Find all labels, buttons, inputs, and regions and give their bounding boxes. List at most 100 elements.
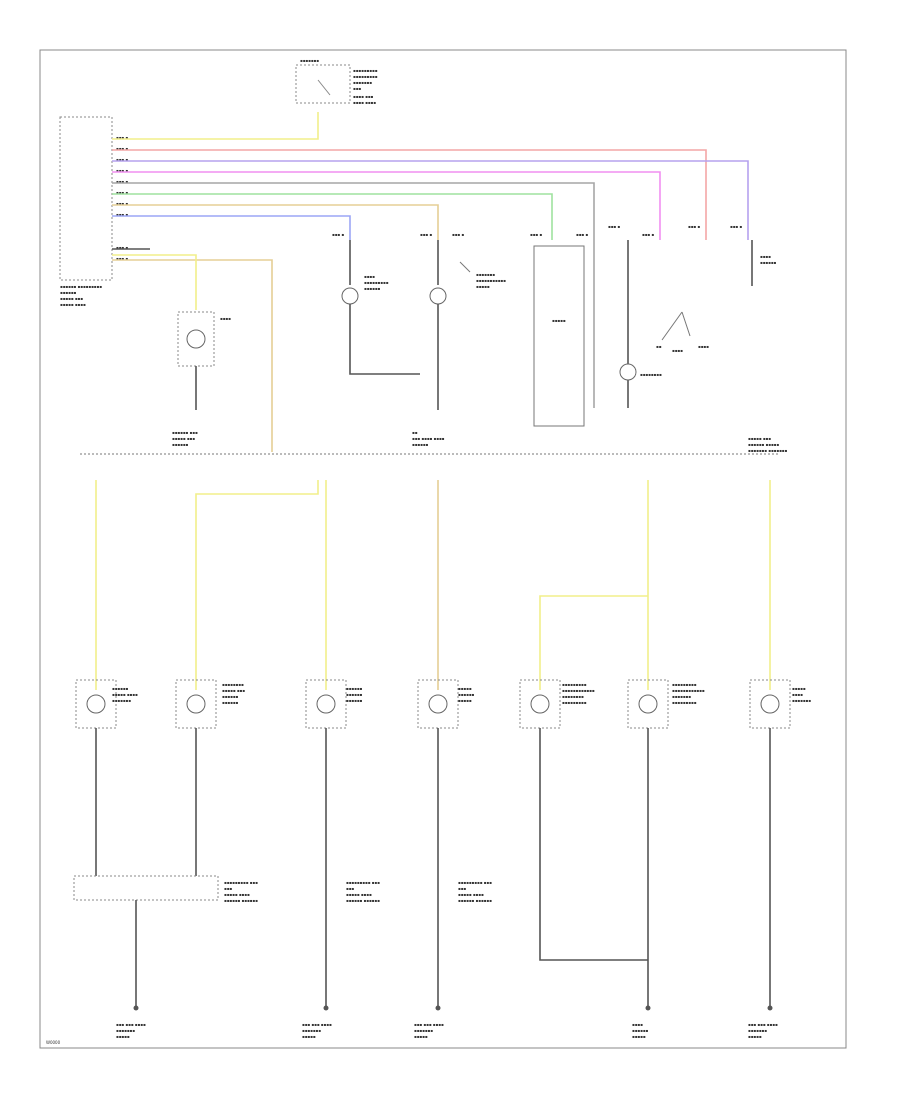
svg-text:▪▪▪▪▪▪: ▪▪▪▪▪▪ — [412, 442, 429, 447]
svg-text:▪▪▪▪▪▪▪▪▪ ▪▪▪: ▪▪▪▪▪▪▪▪▪ ▪▪▪ — [224, 880, 258, 885]
svg-text:▪▪▪▪▪▪ ▪▪▪▪▪▪: ▪▪▪▪▪▪ ▪▪▪▪▪▪ — [224, 898, 258, 903]
svg-text:▪▪▪▪▪▪▪: ▪▪▪▪▪▪▪ — [300, 58, 319, 63]
svg-text:▪▪▪ ▪: ▪▪▪ ▪ — [420, 232, 432, 237]
svg-text:▪▪▪▪▪ ▪▪▪▪: ▪▪▪▪▪ ▪▪▪▪ — [224, 892, 250, 897]
svg-text:▪▪▪▪▪▪ ▪▪▪▪▪: ▪▪▪▪▪▪ ▪▪▪▪▪ — [748, 442, 779, 447]
svg-text:▪▪▪▪▪▪: ▪▪▪▪▪▪ — [222, 700, 239, 705]
svg-text:▪▪▪▪▪▪ ▪▪▪▪▪▪: ▪▪▪▪▪▪ ▪▪▪▪▪▪ — [458, 898, 492, 903]
svg-text:▪▪▪ ▪▪▪ ▪▪▪▪: ▪▪▪ ▪▪▪ ▪▪▪▪ — [116, 1022, 146, 1027]
svg-text:▪▪▪▪▪▪: ▪▪▪▪▪▪ — [760, 260, 777, 265]
wire-red — [112, 149, 707, 240]
svg-text:▪▪▪ ▪▪▪ ▪▪▪▪: ▪▪▪ ▪▪▪ ▪▪▪▪ — [302, 1022, 332, 1027]
switch-box — [295, 64, 351, 104]
svg-text:▪▪▪▪ ▪▪▪▪: ▪▪▪▪ ▪▪▪▪ — [353, 100, 376, 105]
horn-label: ▪▪▪▪ — [220, 316, 231, 321]
svg-text:▪▪▪ ▪: ▪▪▪ ▪ — [642, 232, 654, 237]
page-code: W0000 — [46, 1040, 61, 1045]
relay-contact — [459, 261, 471, 273]
connector-mid-labels: ▪▪▪▪▪▪▪▪▪ ▪▪▪▪▪▪▪▪▪▪▪ ▪▪▪▪▪▪▪▪▪▪ ▪▪▪▪▪▪ … — [346, 880, 492, 903]
svg-text:▪▪▪▪▪▪: ▪▪▪▪▪▪ — [364, 286, 381, 291]
electronic-module-box — [59, 116, 113, 281]
svg-text:▪▪▪▪▪▪: ▪▪▪▪▪▪ — [112, 686, 129, 691]
relay-label: ▪▪▪▪▪▪▪▪▪▪▪▪▪▪▪▪▪▪▪▪▪▪▪ — [476, 272, 506, 289]
lamp-col2 — [186, 694, 206, 714]
svg-text:▪▪▪▪▪▪: ▪▪▪▪▪▪ — [222, 694, 239, 699]
wire-col5-down — [539, 728, 648, 961]
relay-box-label: ▪▪▪▪▪ — [552, 318, 566, 323]
svg-text:▪▪▪ ▪: ▪▪▪ ▪ — [116, 179, 128, 184]
module-pin-labels: ▪▪▪ ▪▪▪▪ ▪ ▪▪▪ ▪▪▪▪ ▪ ▪▪▪ ▪▪▪▪ ▪ ▪▪▪ ▪▪▪… — [116, 135, 128, 261]
svg-text:▪▪▪▪▪▪: ▪▪▪▪▪▪ — [632, 1028, 649, 1033]
wire-yellow-horn — [112, 254, 197, 310]
svg-text:▪▪▪▪▪ ▪▪▪▪: ▪▪▪▪▪ ▪▪▪▪ — [60, 302, 86, 307]
svg-text:▪▪▪▪▪▪▪▪▪▪▪▪: ▪▪▪▪▪▪▪▪▪▪▪▪ — [672, 688, 705, 693]
top-lamp-left — [341, 287, 359, 305]
right-switch-label: ▪▪▪▪▪▪▪▪▪▪ ▪▪▪▪▪▪▪▪▪▪ — [656, 254, 777, 353]
svg-text:▪▪▪▪▪: ▪▪▪▪▪ — [458, 686, 472, 691]
top-lamp-right-label: ▪▪▪▪▪▪▪▪ — [640, 372, 662, 377]
top-lamp-center — [429, 287, 447, 305]
svg-text:▪▪▪▪: ▪▪▪▪ — [672, 348, 683, 353]
svg-text:▪▪: ▪▪ — [412, 430, 418, 435]
svg-text:▪▪▪▪▪▪▪: ▪▪▪▪▪▪▪ — [476, 272, 495, 277]
svg-text:▪▪▪▪▪▪▪▪▪: ▪▪▪▪▪▪▪▪▪ — [353, 68, 378, 73]
svg-text:▪▪▪▪▪ ▪▪▪: ▪▪▪▪▪ ▪▪▪ — [60, 296, 83, 301]
svg-text:▪▪▪▪▪ ▪▪▪▪: ▪▪▪▪▪ ▪▪▪▪ — [458, 892, 484, 897]
svg-text:▪▪▪▪▪▪▪: ▪▪▪▪▪▪▪ — [112, 698, 131, 703]
svg-text:▪▪▪▪▪▪: ▪▪▪▪▪▪ — [458, 692, 475, 697]
svg-text:▪▪▪▪▪: ▪▪▪▪▪ — [414, 1034, 428, 1039]
wire-tan-top — [112, 204, 439, 240]
connector-left — [73, 875, 219, 901]
svg-text:▪▪▪▪▪▪ ▪▪▪▪▪▪▪▪▪: ▪▪▪▪▪▪ ▪▪▪▪▪▪▪▪▪ — [60, 284, 102, 289]
svg-text:▪▪▪ ▪: ▪▪▪ ▪ — [576, 232, 588, 237]
ground-symbols — [133, 1005, 773, 1011]
svg-text:▪▪▪▪▪▪: ▪▪▪▪▪▪ — [346, 692, 363, 697]
top-lamp-left-label: ▪▪▪▪▪▪▪▪▪▪▪▪▪▪▪▪▪▪▪ — [364, 274, 389, 291]
svg-text:▪▪▪▪▪ ▪▪▪: ▪▪▪▪▪ ▪▪▪ — [748, 436, 771, 441]
svg-text:▪▪▪▪▪ ▪▪▪: ▪▪▪▪▪ ▪▪▪ — [172, 436, 195, 441]
wire-purple — [112, 160, 749, 240]
svg-text:▪▪▪▪▪▪▪▪▪▪▪▪: ▪▪▪▪▪▪▪▪▪▪▪▪ — [562, 688, 595, 693]
svg-text:▪▪▪▪▪▪: ▪▪▪▪▪▪ — [172, 442, 189, 447]
svg-text:▪▪▪ ▪: ▪▪▪ ▪ — [116, 190, 128, 195]
svg-text:▪▪▪ ▪: ▪▪▪ ▪ — [730, 224, 742, 229]
wire-col5 — [539, 595, 648, 690]
svg-text:▪▪: ▪▪ — [656, 344, 662, 349]
wire-gray — [112, 182, 595, 408]
lamp-col7 — [760, 694, 780, 714]
module-caption: ▪▪▪▪▪▪ ▪▪▪▪▪▪▪▪▪ ▪▪▪▪▪▪ ▪▪▪▪▪ ▪▪▪ ▪▪▪▪▪ … — [60, 284, 102, 307]
wire-tan-main — [112, 259, 273, 452]
top-lamp-right — [619, 363, 637, 381]
svg-text:▪▪▪ ▪: ▪▪▪ ▪ — [116, 212, 128, 217]
svg-text:▪▪▪▪▪: ▪▪▪▪▪ — [458, 698, 472, 703]
svg-text:▪▪▪▪: ▪▪▪▪ — [760, 254, 771, 259]
svg-text:▪▪▪ ▪▪▪▪ ▪▪▪▪: ▪▪▪ ▪▪▪▪ ▪▪▪▪ — [412, 436, 445, 441]
connector-left-label: ▪▪▪▪▪▪▪▪▪ ▪▪▪▪▪▪▪▪▪▪▪ ▪▪▪▪▪▪▪▪▪▪ ▪▪▪▪▪▪ — [224, 880, 258, 903]
svg-text:▪▪▪▪▪▪▪▪▪: ▪▪▪▪▪▪▪▪▪ — [672, 682, 697, 687]
lamp-col6 — [638, 694, 658, 714]
switch-contact — [317, 79, 331, 96]
wire-yellow-top — [112, 112, 319, 140]
svg-text:▪▪▪▪▪ ▪▪▪▪: ▪▪▪▪▪ ▪▪▪▪ — [112, 692, 138, 697]
svg-text:▪▪▪ ▪: ▪▪▪ ▪ — [530, 232, 542, 237]
svg-text:▪▪▪▪▪▪: ▪▪▪▪▪▪ — [60, 290, 77, 295]
selector-switch — [661, 311, 691, 341]
svg-text:▪▪▪▪▪▪▪▪▪: ▪▪▪▪▪▪▪▪▪ — [353, 74, 378, 79]
svg-text:▪▪▪▪▪▪: ▪▪▪▪▪▪ — [346, 698, 363, 703]
svg-text:▪▪▪▪▪: ▪▪▪▪▪ — [302, 1034, 316, 1039]
center-ground-caption: ▪▪▪▪▪ ▪▪▪▪ ▪▪▪▪▪▪▪▪▪▪ — [412, 430, 445, 447]
lamp-col4 — [428, 694, 448, 714]
wire-magenta — [112, 171, 661, 240]
svg-text:▪▪▪▪ ▪▪▪: ▪▪▪▪ ▪▪▪ — [353, 94, 374, 99]
svg-text:▪▪▪ ▪: ▪▪▪ ▪ — [608, 224, 620, 229]
svg-text:▪▪▪▪: ▪▪▪▪ — [698, 344, 709, 349]
svg-text:▪▪▪▪▪▪ ▪▪▪▪▪▪: ▪▪▪▪▪▪ ▪▪▪▪▪▪ — [346, 898, 380, 903]
switch-captions: ▪▪▪▪▪▪▪ ▪▪▪▪▪▪▪▪▪ ▪▪▪▪▪▪▪▪▪ ▪▪▪▪▪▪▪ ▪▪▪ … — [300, 58, 378, 105]
svg-text:▪▪▪ ▪: ▪▪▪ ▪ — [688, 224, 700, 229]
svg-text:▪▪▪▪▪▪▪ ▪▪▪▪▪▪▪: ▪▪▪▪▪▪▪ ▪▪▪▪▪▪▪ — [748, 448, 788, 453]
svg-text:▪▪▪ ▪: ▪▪▪ ▪ — [452, 232, 464, 237]
svg-text:▪▪▪▪▪▪▪: ▪▪▪▪▪▪▪ — [414, 1028, 433, 1033]
horn-caption: ▪▪▪▪▪▪ ▪▪▪ ▪▪▪▪▪ ▪▪▪ ▪▪▪▪▪▪ — [172, 430, 198, 447]
svg-text:▪▪▪ ▪: ▪▪▪ ▪ — [116, 245, 128, 250]
svg-text:▪▪▪▪▪▪▪: ▪▪▪▪▪▪▪ — [116, 1028, 135, 1033]
